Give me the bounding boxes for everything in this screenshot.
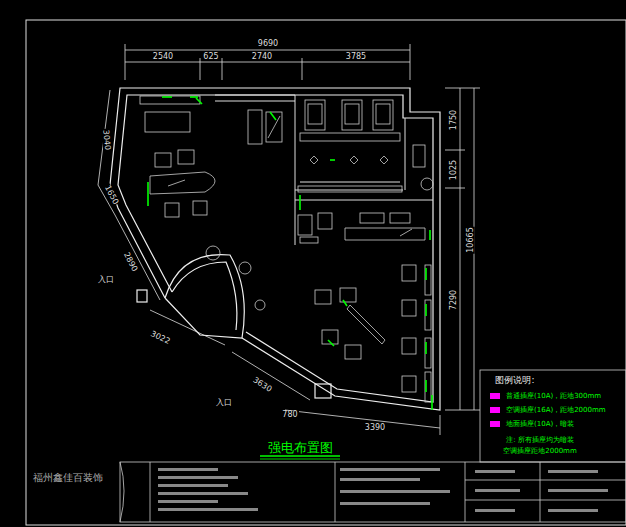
drawing-title: 强电布置图 bbox=[267, 441, 334, 454]
dimension: 7290 bbox=[450, 289, 458, 311]
dimension: 1650 bbox=[102, 183, 120, 206]
legend-text: 地面插座(10A)，暗装 bbox=[506, 421, 574, 428]
dimension: 1750 bbox=[450, 109, 458, 131]
legend-text: 空调插座(16A)，距地2000mm bbox=[506, 407, 606, 414]
note-text: 注: 所有插座均为暗装 bbox=[505, 437, 575, 444]
note-text: 空调插座距地2000mm bbox=[502, 448, 577, 455]
dimension: 2540 bbox=[152, 53, 174, 61]
legend-heading: 图例说明: bbox=[494, 376, 535, 385]
dimension: 3022 bbox=[148, 330, 172, 347]
socket-symbol bbox=[490, 393, 500, 399]
dimension: 3390 bbox=[364, 424, 386, 432]
dimension: 2740 bbox=[251, 53, 273, 61]
socket-symbol bbox=[490, 407, 500, 413]
entrance-label: 入口 bbox=[215, 399, 233, 407]
company-name: 福州鑫佳百装饰 bbox=[32, 473, 104, 483]
dimension: 625 bbox=[202, 53, 219, 61]
dimension: 3630 bbox=[250, 376, 273, 395]
dimension: 9690 bbox=[257, 40, 279, 48]
dimension: 780 bbox=[281, 411, 298, 419]
legend-text: 普通插座(10A)，距地300mm bbox=[506, 393, 601, 400]
dimension: 2890 bbox=[121, 250, 139, 273]
dimension: 3040 bbox=[101, 128, 111, 151]
socket-symbol bbox=[490, 421, 500, 427]
dimension: 10665 bbox=[467, 226, 475, 253]
entrance-label: 入口 bbox=[97, 276, 115, 284]
dimension: 3785 bbox=[345, 53, 367, 61]
dimension: 1025 bbox=[450, 159, 458, 181]
